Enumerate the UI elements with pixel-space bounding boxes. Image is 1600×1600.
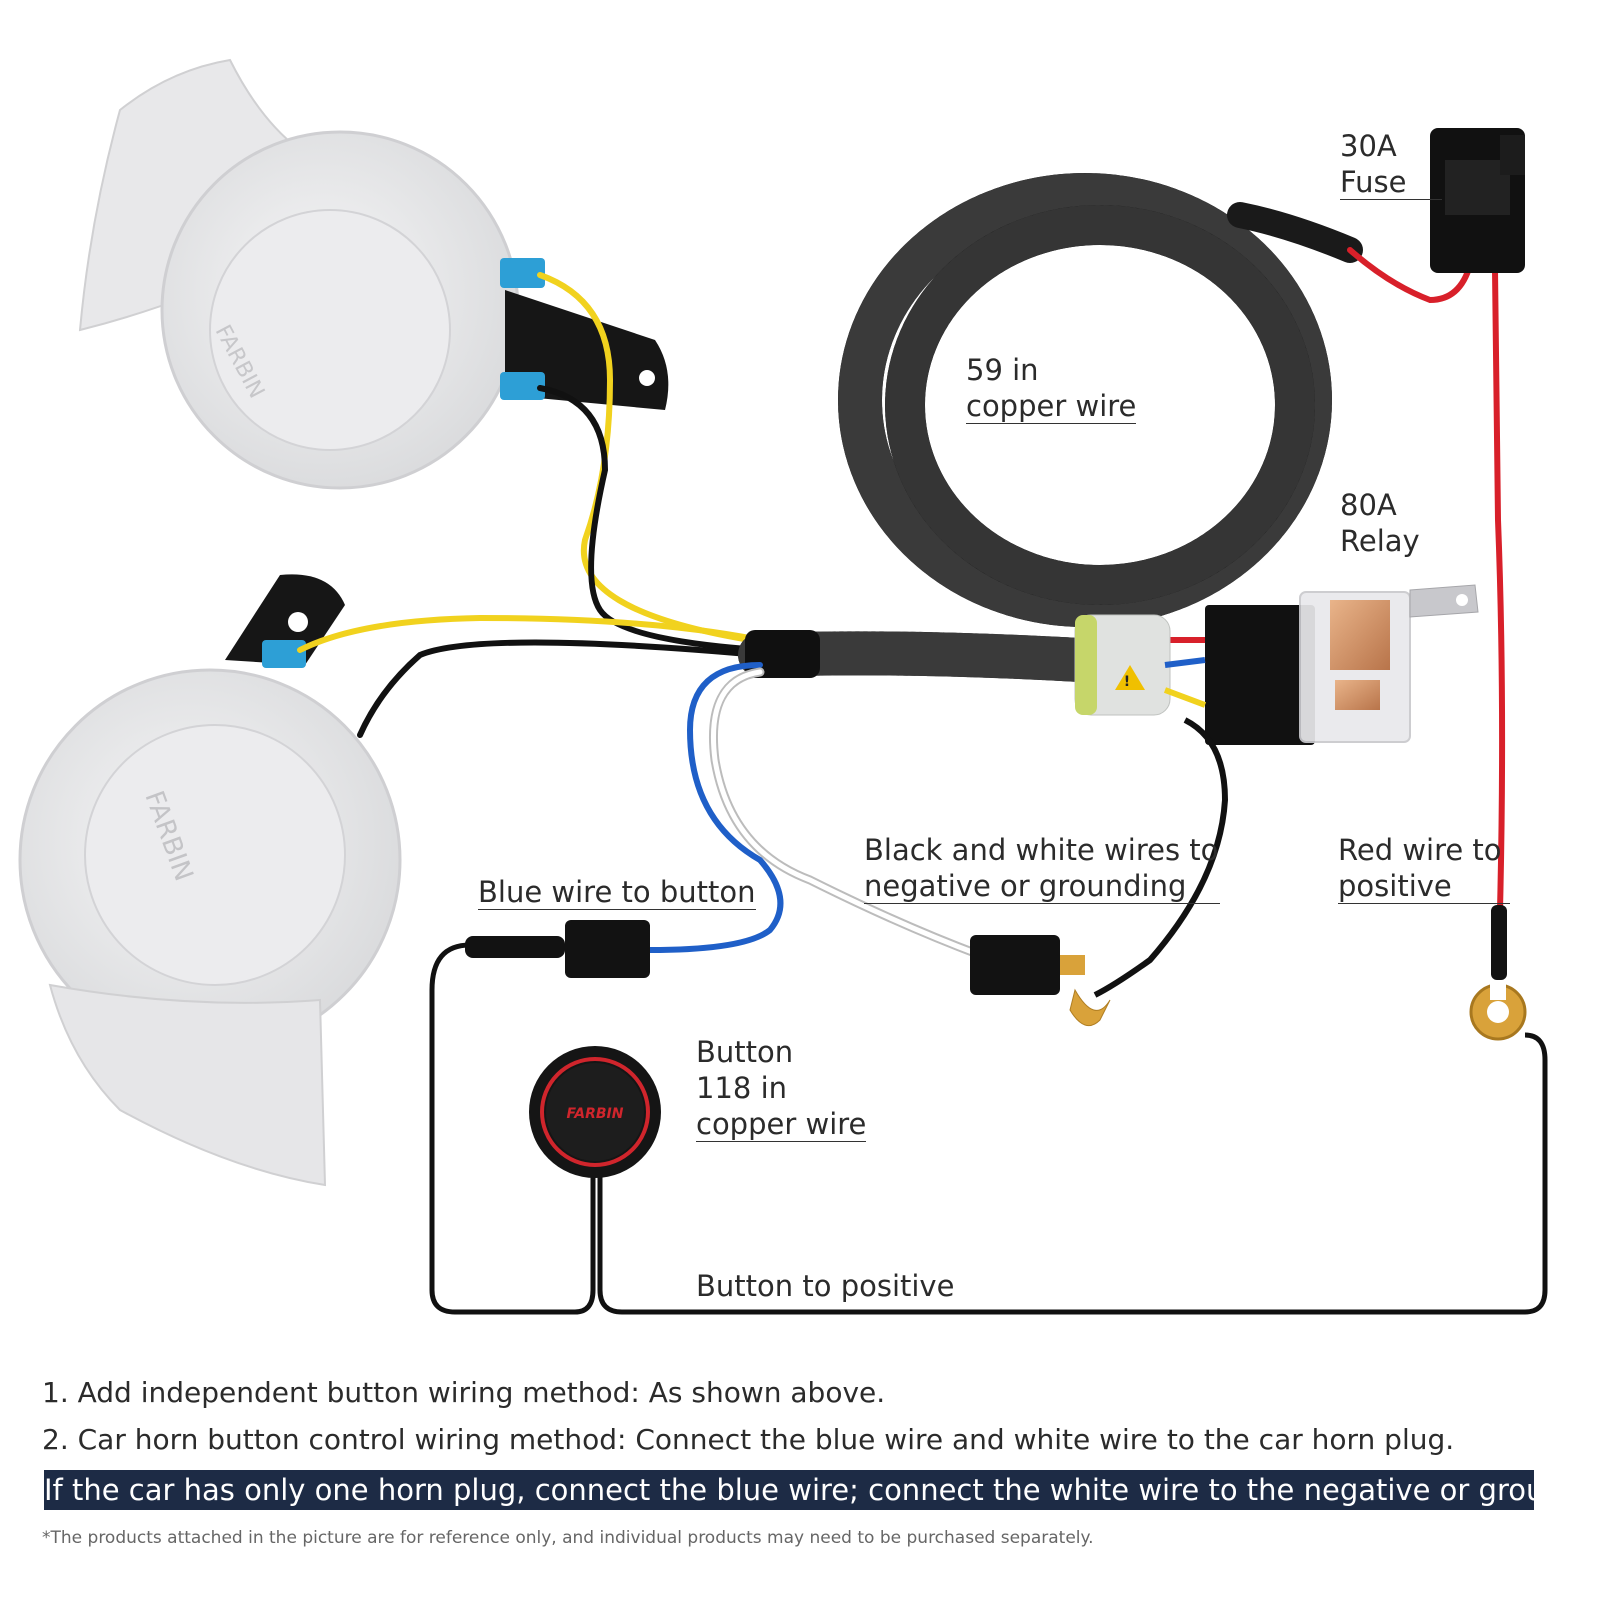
- button-positive-callout: Button to positive: [696, 1269, 955, 1303]
- horn-wires: [297, 272, 763, 738]
- black-white-wires-callout: Black and white wires to negative or gro…: [864, 833, 1221, 904]
- wiring-diagram: FARBIN FARBIN: [18, 58, 1548, 1315]
- svg-text:!: !: [1124, 674, 1130, 690]
- relay: [1205, 584, 1479, 745]
- corrugated-wire-coil: [738, 173, 1363, 682]
- ground-connector: [970, 935, 1111, 1027]
- fuse-callout: 30A Fuse: [1340, 128, 1443, 200]
- button-wires: [429, 942, 1548, 1315]
- upper-horn-connector-1: [500, 258, 545, 288]
- black-ground-wire: [1093, 717, 1229, 998]
- upper-horn-bracket: [505, 290, 669, 410]
- upper-horn: FARBIN: [78, 58, 520, 490]
- red-wire-callout: Red wire to positive: [1338, 832, 1510, 904]
- upper-horn-connector-2: [500, 372, 545, 400]
- blue-wire: [647, 662, 784, 953]
- lower-horn: FARBIN: [18, 668, 402, 1187]
- fuse-holder: [1430, 128, 1525, 273]
- horn-button[interactable]: FARBIN: [529, 1046, 661, 1178]
- blue-wire-connector: [465, 920, 650, 978]
- ring-terminal: [1469, 905, 1527, 1041]
- button-brand: FARBIN: [567, 1106, 624, 1122]
- white-wire: [708, 667, 985, 960]
- button-callout: Button 118 in copper wire: [696, 1035, 867, 1142]
- footnote: *The products attached in the picture ar…: [42, 1528, 1094, 1548]
- instruction-1: 1. Add independent button wiring method:…: [42, 1376, 886, 1409]
- instruction-2: 2. Car horn button control wiring method…: [42, 1423, 1455, 1456]
- warning-band: !: [1074, 614, 1171, 716]
- blue-wire-callout: Blue wire to button: [478, 875, 756, 910]
- instruction-banner: If the car has only one horn plug, conne…: [44, 1470, 1590, 1510]
- relay-callout: 80A Relay: [1340, 488, 1420, 558]
- copper-wire-59-callout: 59 in copper wire: [966, 353, 1137, 424]
- cable-joint-sleeve: [745, 630, 820, 678]
- lower-horn-connector: [262, 640, 306, 668]
